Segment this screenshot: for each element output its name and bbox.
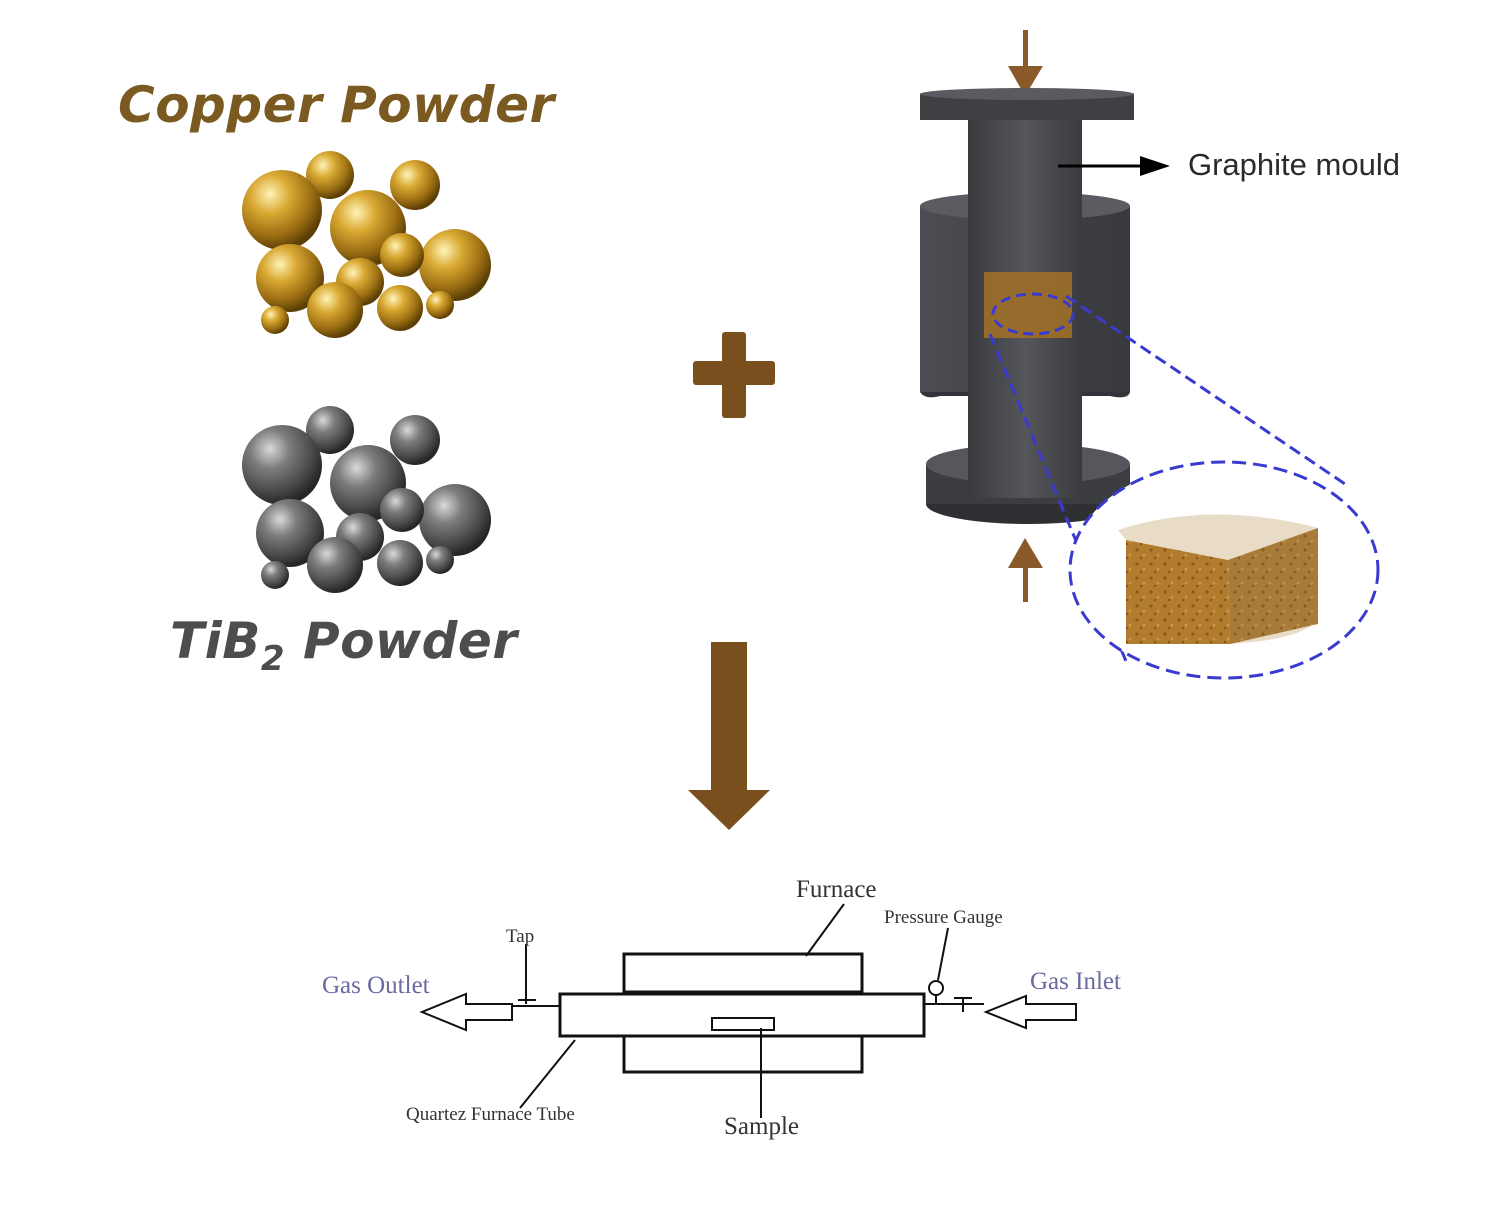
pressure-gauge-label: Pressure Gauge	[884, 907, 1003, 928]
particle	[242, 170, 322, 250]
tib2-formula-subscript: 2	[260, 639, 286, 679]
quartz-tube-label: Quartez Furnace Tube	[406, 1104, 575, 1125]
copper-powder-label: Copper Powder	[118, 76, 555, 134]
press-arrow-up-icon	[1008, 538, 1043, 602]
press-arrow-down-icon	[1008, 30, 1043, 96]
tib2-formula-main: TiB	[170, 612, 261, 670]
graphite-mould	[920, 30, 1170, 602]
particle	[419, 484, 491, 556]
particle	[380, 233, 424, 277]
furnace-schematic	[419, 903, 1077, 1118]
furnace-lower-block	[622, 1034, 864, 1074]
pressure-gauge-icon	[928, 980, 944, 996]
copper-particle-cluster	[242, 151, 491, 338]
copper-powder-text: Copper Powder	[118, 76, 555, 134]
tib2-particle-cluster	[242, 406, 491, 593]
particle	[307, 282, 363, 338]
gas-inlet-label: Gas Inlet	[1030, 968, 1121, 995]
graphite-mould-label: Graphite mould	[1188, 147, 1400, 182]
sample-label: Sample	[724, 1113, 799, 1140]
particle	[380, 488, 424, 532]
particle	[256, 499, 324, 567]
particle	[377, 540, 423, 586]
particle	[377, 285, 423, 331]
particle	[261, 306, 289, 334]
gas-outlet-arrow	[419, 992, 513, 1032]
tib2-powder-text: Powder	[285, 612, 518, 670]
tap-label: Tap	[506, 926, 535, 947]
particle	[256, 244, 324, 312]
particle	[426, 546, 454, 574]
plus-icon	[693, 332, 775, 418]
particle	[307, 537, 363, 593]
particle	[242, 425, 322, 505]
particle	[306, 406, 354, 454]
sample-boat	[711, 1017, 775, 1031]
particle	[419, 229, 491, 301]
furnace-upper-block	[622, 952, 864, 994]
sample-cutaway	[1118, 514, 1318, 644]
particle	[306, 151, 354, 199]
particle	[426, 291, 454, 319]
gas-outlet-label: Gas Outlet	[322, 972, 430, 999]
gas-inlet-arrow	[983, 994, 1077, 1030]
zoom-callout	[988, 294, 1380, 680]
particle	[390, 415, 440, 465]
down-arrow-icon	[688, 642, 770, 830]
tib2-powder-label: TiB2 Powder	[170, 612, 518, 679]
furnace-label: Furnace	[796, 876, 877, 903]
particle	[261, 561, 289, 589]
particle	[390, 160, 440, 210]
